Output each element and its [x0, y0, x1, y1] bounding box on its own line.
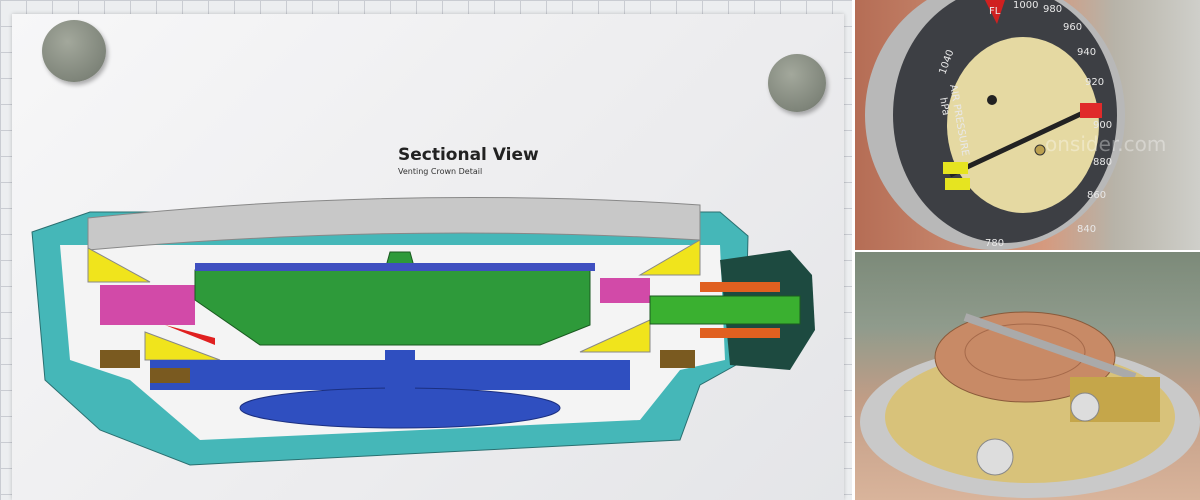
capsule-illustration — [860, 311, 1200, 498]
gasket-left — [87, 247, 151, 283]
magnet-right — [768, 54, 826, 112]
spacer-right — [660, 350, 695, 368]
scale-780: 780 — [985, 238, 1004, 249]
scale-1000: 1000 — [1013, 0, 1038, 11]
magnet-left — [42, 20, 106, 82]
scale-980: 980 — [1043, 4, 1062, 15]
screw — [1034, 144, 1046, 156]
screw-icon — [1070, 392, 1100, 422]
needle-yellow-tip — [943, 162, 968, 174]
hand — [165, 325, 215, 345]
scale-900: 900 — [1093, 120, 1112, 131]
rotor-axle — [385, 350, 415, 405]
dial-ring-right — [600, 278, 650, 303]
watch-cross-section-diagram — [31, 196, 815, 466]
needle — [948, 109, 1087, 178]
needle-red-tip — [1080, 103, 1102, 118]
scale-940: 940 — [1077, 47, 1096, 58]
dial-unit: hPa — [937, 97, 951, 117]
lever-arm — [963, 313, 1137, 381]
gasket-right — [638, 239, 701, 276]
scale-840: 840 — [1077, 224, 1096, 235]
brass-plate — [947, 37, 1099, 213]
diagram-title: Sectional View — [398, 145, 539, 165]
gasket-bottom-right — [579, 319, 651, 353]
dial-ring-left — [100, 285, 195, 325]
fl-marker-icon — [985, 0, 1005, 24]
needle-yellow-tip-2 — [945, 178, 970, 190]
screw-icon-large — [976, 438, 1014, 476]
sectional-view-photo: Sectional View Venting Crown Detail — [0, 0, 852, 500]
scale-960: 960 — [1063, 22, 1082, 33]
spacer-left-2 — [150, 368, 190, 383]
fl-marker: FL — [989, 6, 1001, 17]
hole — [987, 95, 997, 105]
scale-860: 860 — [1087, 190, 1106, 201]
capsule-ridge — [964, 323, 1086, 381]
crown-tube-bottom — [700, 328, 780, 338]
barometer-dial-photo: FL 1040 1000 980 960 940 920 900 880 860… — [855, 0, 1200, 250]
crown-tube-top — [700, 282, 780, 292]
scale-880: 880 — [1093, 157, 1112, 168]
dial-illustration: FL 1040 1000 980 960 940 920 900 880 860… — [865, 0, 1125, 250]
diagram-subtitle: Venting Crown Detail — [398, 167, 483, 176]
aneroid-capsule-photo — [855, 252, 1200, 500]
spacer-left — [100, 350, 140, 368]
scale-920: 920 — [1085, 77, 1104, 88]
watermark: onsider.com — [1045, 132, 1167, 156]
crown-stem — [649, 295, 801, 325]
dial — [195, 263, 595, 271]
